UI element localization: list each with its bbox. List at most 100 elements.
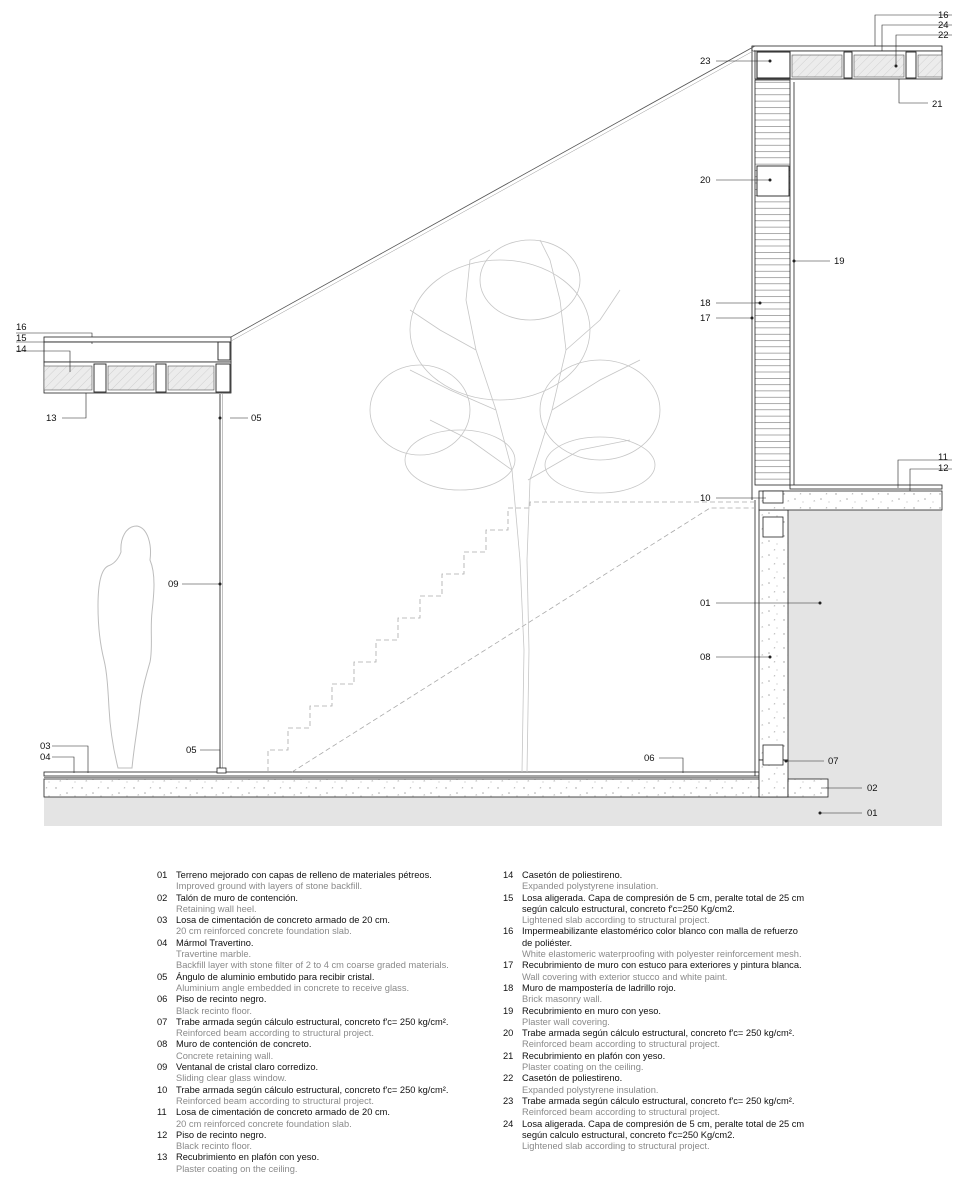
legend-text-en: Retaining wall heel. (176, 903, 257, 914)
callout-19: 19 (834, 256, 845, 267)
legend-number: 04 (157, 937, 168, 948)
legend-text-en: Brick masonry wall. (522, 994, 603, 1005)
legend-number: 24 (503, 1118, 514, 1129)
legend-text-en: 20 cm reinforced concrete foundation sla… (176, 1118, 352, 1129)
person-silhouette (97, 525, 155, 769)
legend-text-es: Trabe armada según cálculo estructural, … (522, 1095, 795, 1106)
legend-text-es: según calculo estructural, concreto f'c=… (522, 903, 735, 914)
legend-text-en: Plaster wall covering. (522, 1016, 610, 1027)
callout-01-upper: 01 (700, 598, 711, 609)
legend-text-es: Recubrimiento en plafón con yeso. (176, 1152, 320, 1163)
legend-number: 08 (157, 1039, 168, 1050)
callout-11: 11 (938, 452, 948, 463)
legend-number: 15 (503, 892, 514, 903)
legend-number: 02 (157, 892, 168, 903)
legend-text-en: 20 cm reinforced concrete foundation sla… (176, 926, 352, 937)
legend-number: 13 (157, 1152, 168, 1163)
legend-number: 20 (503, 1028, 514, 1039)
callout-03: 03 (40, 741, 51, 752)
legend-text-es: Recubrimiento de muro con estuco para ex… (522, 960, 802, 971)
legend-text-en: Aluminium angle embedded in concrete to … (176, 982, 410, 993)
legend-text-en: Black recinto floor. (176, 1141, 252, 1152)
legend-text-en: Plaster coating on the ceiling. (176, 1163, 298, 1174)
legend-number: 17 (503, 960, 514, 971)
callout-23: 23 (700, 56, 711, 67)
skylight-slope (230, 45, 756, 338)
legend-text-es: Losa de cimentación de concreto armado d… (176, 915, 390, 926)
stair-underside (291, 507, 755, 773)
callout-02: 02 (867, 783, 878, 794)
legend-number: 07 (157, 1016, 168, 1027)
foundation-slab (43, 771, 788, 798)
legend-text-es: Piso de recinto negro. (176, 1129, 267, 1140)
legend-text-en: Reinforced beam according to structural … (176, 1095, 374, 1106)
legend-entry: 01 Terreno mejorado con capas de relleno … (157, 870, 477, 893)
legend-entry: 13 Recubrimiento en plafón con yeso.Plast… (157, 1152, 477, 1175)
legend-text-es: Trabe armada según cálculo estructural, … (176, 1084, 449, 1095)
legend-text-en: Wall covering with exterior stucco and w… (522, 971, 728, 982)
legend-text-es: Piso de recinto negro. (176, 994, 267, 1005)
legend-text-es: Trabe armada según cálculo estructural, … (176, 1016, 449, 1027)
callout-12: 12 (938, 463, 949, 474)
legend-text-es: Losa de cimentación de concreto armado d… (176, 1107, 390, 1118)
legend-text-en: Reinforced beam according to structural … (176, 1028, 374, 1039)
legend-text-en: Reinforced beam according to structural … (522, 1107, 720, 1118)
legend-text-es: Losa aligerada. Capa de compresión de 5 … (522, 1118, 805, 1129)
callout-10: 10 (700, 493, 711, 504)
legend-text-es: Casetón de poliestireno. (522, 870, 623, 880)
legend-entry: 16 Impermeabilizante elastomérico color b… (503, 926, 813, 960)
callout-15: 15 (16, 333, 27, 344)
brick-wall (751, 46, 795, 500)
legend-number: 12 (157, 1129, 168, 1140)
legend-text-es: Mármol Travertino. (176, 937, 254, 948)
legend-number: 22 (503, 1073, 514, 1084)
legend-number: 16 (503, 926, 514, 937)
legend-number: 09 (157, 1062, 168, 1073)
legend-text-es: Trabe armada según cálculo estructural, … (522, 1028, 795, 1039)
legend-text-en: Plaster coating on the ceiling. (522, 1062, 644, 1073)
callout-24: 24 (938, 20, 949, 31)
legend-entry: 11 Losa de cimentación de concreto armado… (157, 1107, 477, 1130)
callout-labels: 16 15 14 13 05 09 05 03 04 06 07 02 01 0… (16, 10, 949, 819)
section-drawing: 16 15 14 13 05 09 05 03 04 06 07 02 01 0… (16, 10, 952, 826)
legend-entry: 20 Trabe armada según cálculo estructural… (503, 1028, 813, 1051)
legend-number: 18 (503, 982, 514, 993)
legend-text-en: White elastomeric waterproofing with pol… (522, 949, 802, 960)
roof-slab-right (751, 45, 943, 80)
glass-window (216, 394, 227, 774)
legend-text-es: Ventanal de cristal claro corredizo. (176, 1062, 319, 1073)
legend-text-es: según calculo estructural, concreto f'c=… (522, 1129, 735, 1140)
callout-20: 20 (700, 175, 711, 186)
legend-number: 06 (157, 994, 168, 1005)
callout-16-right: 16 (938, 10, 949, 21)
legend-text-es: Impermeabilizante elastomérico color bla… (522, 926, 798, 937)
upper-floor-slab (758, 484, 943, 511)
legend-text-en: Travertine marble. (176, 949, 252, 960)
callout-22: 22 (938, 30, 949, 41)
legend-text-en: Backfill layer with stone filter of 2 to… (176, 960, 449, 971)
callout-13: 13 (46, 413, 57, 424)
legend-text-es: Recubrimiento en plafón con yeso. (522, 1050, 666, 1061)
callout-05-bottom: 05 (186, 745, 197, 756)
legend-number: 11 (157, 1107, 167, 1118)
legend-number: 01 (157, 870, 168, 880)
legend-text-es: Casetón de poliestireno. (522, 1073, 623, 1084)
legend-entry: 12 Piso de recinto negro.Black recinto fl… (157, 1130, 477, 1153)
callout-08: 08 (700, 652, 711, 663)
callout-18: 18 (700, 298, 711, 309)
legend-text-es: Terreno mejorado con capas de relleno de… (176, 870, 432, 880)
legend-text-es: Muro de contención de concreto. (176, 1039, 312, 1050)
legend-number: 21 (503, 1050, 514, 1061)
tree (369, 239, 661, 773)
callout-07: 07 (828, 756, 839, 767)
callout-09: 09 (168, 579, 179, 590)
callout-01-ground: 01 (867, 808, 878, 819)
roof-slab-left (43, 336, 232, 394)
